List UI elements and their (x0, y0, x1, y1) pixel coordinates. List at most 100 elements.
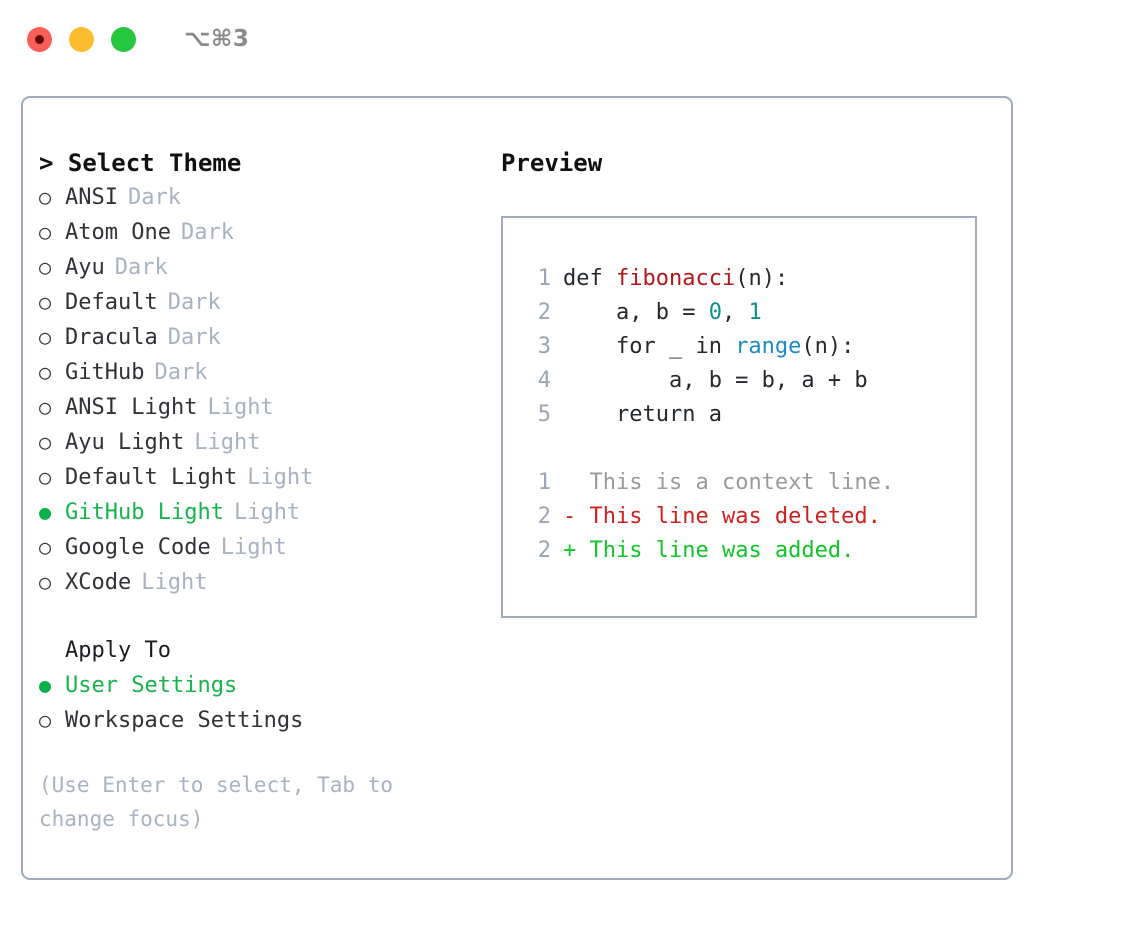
minimize-button[interactable] (69, 26, 94, 52)
theme-option-xcode[interactable]: ○ XCode Light (39, 565, 509, 600)
diff-text: This line was deleted. (589, 504, 881, 529)
keyboard-shortcut-label: ⌥⌘3 (184, 26, 250, 52)
code-token-call: range (735, 334, 802, 359)
code-token: for _ in (563, 334, 736, 359)
theme-option-suffix: Dark (167, 325, 221, 350)
radio-icon: ○ (39, 430, 52, 454)
diff-line-deleted: 2 - This line was deleted. (523, 500, 975, 534)
code-content: a, b = 0, 1 (563, 296, 762, 330)
record-dot-icon (35, 34, 44, 44)
radio-icon: ○ (39, 185, 52, 209)
theme-option-suffix: Light (247, 465, 314, 490)
radio-icon: ○ (39, 290, 52, 314)
theme-option-default-dark[interactable]: ○ Default Dark (39, 285, 509, 320)
theme-option-ansi-light[interactable]: ○ ANSI Light Light (39, 390, 509, 425)
theme-option-label: XCode (65, 570, 132, 595)
code-token: (n): (801, 334, 855, 359)
apply-to-option-list[interactable]: ● User Settings ○ Workspace Settings (39, 668, 509, 738)
theme-option-label: Default Light (65, 465, 238, 490)
radio-selected-icon: ● (39, 673, 52, 697)
theme-option-list[interactable]: ○ ANSI Dark ○ Atom One Dark ○ Ayu Dark (39, 180, 509, 600)
radio-icon: ○ (39, 255, 52, 279)
code-token-number: 1 (748, 300, 762, 325)
theme-option-ayu-dark[interactable]: ○ Ayu Dark (39, 250, 509, 285)
apply-to-option-workspace-settings[interactable]: ○ Workspace Settings (39, 703, 509, 738)
radio-icon: ○ (39, 360, 52, 384)
radio-icon: ○ (39, 395, 52, 419)
theme-option-label: Ayu Light (65, 430, 185, 455)
radio-icon: ○ (39, 220, 52, 244)
maximize-button[interactable] (111, 26, 136, 52)
theme-option-suffix: Dark (114, 255, 168, 280)
line-number: 2 (537, 504, 551, 529)
code-token: , (721, 300, 749, 325)
theme-option-label: GitHub (65, 360, 145, 385)
code-content: for _ in range(n): (563, 330, 854, 364)
theme-option-label: ANSI (65, 185, 118, 210)
theme-option-dracula-dark[interactable]: ○ Dracula Dark (39, 320, 509, 355)
theme-option-label: Ayu (65, 255, 105, 280)
apply-to-option-user-settings[interactable]: ● User Settings (39, 668, 509, 703)
radio-icon: ○ (39, 570, 52, 594)
theme-option-label: Google Code (65, 535, 211, 560)
code-content: return a (563, 398, 722, 432)
code-line: 4 a, b = b, a + b (523, 364, 975, 398)
line-number: 2 (537, 300, 551, 325)
theme-option-label: ANSI Light (65, 395, 198, 420)
theme-option-suffix: Dark (127, 185, 181, 210)
theme-option-suffix: Dark (180, 220, 234, 245)
theme-option-label: GitHub Light (65, 500, 224, 525)
code-line: 1 def fibonacci(n): (523, 262, 975, 296)
code-token: a, b = (563, 300, 709, 325)
theme-option-suffix: Light (194, 430, 261, 455)
line-number: 1 (537, 266, 551, 291)
theme-option-suffix: Light (141, 570, 208, 595)
diff-line-added: 2 + This line was added. (523, 534, 975, 568)
diff-prefix: + (563, 538, 590, 563)
diff-text: This is a context line. (589, 470, 895, 495)
theme-option-label: Dracula (65, 325, 158, 350)
theme-option-atom-one-dark[interactable]: ○ Atom One Dark (39, 215, 509, 250)
select-theme-heading: > Select Theme (39, 149, 242, 177)
code-token: a, b = b, a + b (563, 368, 868, 393)
code-token-number: 0 (708, 300, 722, 325)
theme-option-ayu-light[interactable]: ○ Ayu Light Light (39, 425, 509, 460)
theme-option-suffix: Light (220, 535, 287, 560)
theme-option-google-code[interactable]: ○ Google Code Light (39, 530, 509, 565)
radio-icon: ○ (39, 325, 52, 349)
apply-to-option-label: Workspace Settings (65, 708, 304, 733)
code-content: def fibonacci(n): (563, 262, 788, 296)
radio-icon: ○ (39, 465, 52, 489)
theme-option-github-light[interactable]: ● GitHub Light Light (39, 495, 509, 530)
diff-prefix: - (563, 504, 590, 529)
code-content: a, b = b, a + b (563, 364, 868, 398)
theme-option-github-dark[interactable]: ○ GitHub Dark (39, 355, 509, 390)
diff-prefix (563, 466, 590, 500)
main-panel: > Select Theme ○ ANSI Dark ○ Atom One Da… (21, 96, 1013, 880)
traffic-lights (27, 26, 136, 52)
theme-option-suffix: Light (207, 395, 274, 420)
diff-text: This line was added. (589, 538, 855, 563)
close-button[interactable] (27, 26, 52, 52)
theme-option-suffix: Light (233, 500, 301, 525)
code-token: (n): (735, 266, 789, 291)
code-line: 5 return a (523, 398, 975, 432)
theme-option-default-light[interactable]: ○ Default Light Light (39, 460, 509, 495)
code-line: 3 for _ in range(n): (523, 330, 975, 364)
radio-selected-icon: ● (39, 500, 52, 524)
preview-box: 1 def fibonacci(n): 2 a, b = 0, 1 3 for … (501, 216, 977, 618)
title-bar: ⌥⌘3 (0, 0, 1140, 78)
line-number: 1 (537, 470, 551, 495)
code-token-function: fibonacci (615, 266, 736, 291)
apply-to-option-label: User Settings (65, 673, 238, 698)
theme-option-suffix: Dark (167, 290, 221, 315)
line-number: 4 (537, 368, 551, 393)
theme-option-ansi-dark[interactable]: ○ ANSI Dark (39, 180, 509, 215)
theme-option-label: Default (65, 290, 158, 315)
keyboard-hint-text: (Use Enter to select, Tab to change focu… (39, 773, 406, 831)
theme-option-label: Atom One (65, 220, 171, 245)
apply-to-heading: Apply To (65, 638, 171, 663)
radio-icon: ○ (39, 535, 52, 559)
preview-heading: Preview (501, 149, 603, 177)
